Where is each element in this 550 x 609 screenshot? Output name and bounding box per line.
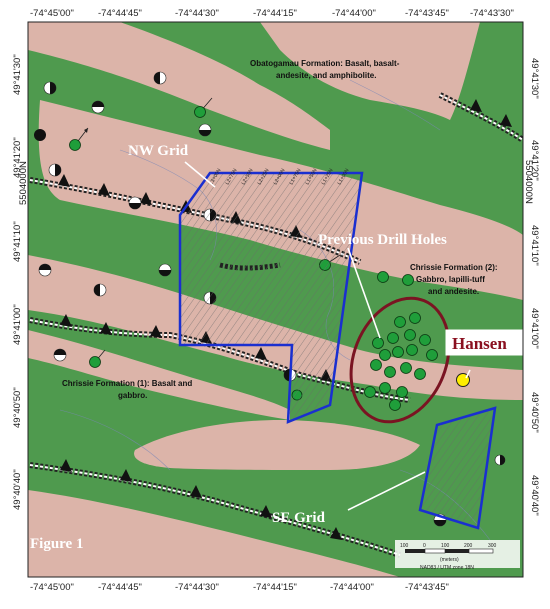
obatogamau-label-line2: andesite, and amphibolite.	[276, 71, 376, 80]
top-lon-2: -74°44'30"	[175, 8, 219, 19]
left-lat-0: 49°41'30"	[12, 54, 23, 95]
right-lat-0: 49°41'30"	[529, 58, 540, 99]
se-grid-label: SE Grid	[272, 510, 326, 526]
right-axis: 49°41'30" 49°41'20" 49°41'10" 49°41'00" …	[523, 58, 540, 516]
top-lon-6: -74°43'30"	[470, 8, 514, 19]
bottom-lon-5: -74°43'45"	[405, 582, 449, 593]
se-grid-outline	[418, 406, 497, 530]
scale-bar: 100 0 100 200 300 (meters) NAD83 / UTM z…	[395, 540, 520, 571]
drill-hole-ellipse	[349, 296, 451, 424]
left-lat-5: 49°40'40"	[12, 469, 23, 510]
left-lat-3: 49°41'00"	[12, 304, 23, 345]
leader-lines	[184, 161, 471, 511]
right-lat-5: 49°40'40"	[529, 475, 540, 516]
top-lon-0: -74°45'00"	[30, 8, 74, 19]
drill-hole-cluster	[364, 274, 438, 411]
hansen-label-box	[445, 329, 523, 356]
right-northing: 5504000N	[523, 160, 534, 204]
right-lat-2: 49°41'10"	[529, 225, 540, 266]
bottom-axis: -74°45'00" -74°44'45" -74°44'30" -74°44'…	[30, 582, 449, 593]
nw-grid-label: NW Grid	[128, 143, 189, 159]
right-lat-1: 49°41'20"	[529, 140, 540, 181]
left-lat-4: 49°40'50"	[12, 387, 23, 428]
hansen-label: Hansen	[452, 334, 507, 353]
previous-drill-holes-label: Previous Drill Holes	[318, 232, 447, 248]
bottom-lon-2: -74°44'30"	[175, 582, 219, 593]
bottom-lon-1: -74°44'45"	[98, 582, 142, 593]
chrissie2-label-line3: and andesite.	[428, 287, 479, 296]
scale-tick-4: 300	[488, 543, 497, 549]
left-northing: 5504000N	[18, 161, 29, 205]
scale-tick-0: 100	[400, 543, 409, 549]
scale-tick-2: 100	[441, 543, 450, 549]
chrissie1-label-line2: gabbro.	[118, 391, 147, 400]
top-lon-4: -74°44'00"	[332, 8, 376, 19]
scale-unit: (meters)	[440, 557, 459, 563]
chrissie1-label-line1: Chrissie Formation (1): Basalt and	[62, 379, 192, 388]
top-lon-5: -74°43'45"	[405, 8, 449, 19]
top-axis: -74°45'00" -74°44'45" -74°44'30" -74°44'…	[30, 8, 514, 19]
top-lon-3: -74°44'15"	[253, 8, 297, 19]
nw-grid-outline	[178, 171, 364, 424]
pink-band-upper-right	[260, 22, 480, 120]
scale-projection: NAD83 / UTM zone 18N	[420, 565, 474, 571]
pink-band-top-left	[28, 22, 330, 150]
map-border	[27, 21, 524, 578]
obatogamau-label-line1: Obatogamau Formation: Basalt, basalt-	[250, 59, 400, 68]
scale-tick-1: 0	[423, 543, 426, 549]
pink-band-bottom	[28, 490, 400, 577]
top-lon-1: -74°44'45"	[98, 8, 142, 19]
right-lat-4: 49°40'50"	[529, 392, 540, 433]
scale-tick-3: 200	[464, 543, 473, 549]
pink-band-lower-oval	[134, 420, 420, 470]
right-lat-3: 49°41'00"	[529, 308, 540, 349]
bottom-lon-4: -74°44'00"	[330, 582, 374, 593]
chrissie2-label-line2: Gabbro, lapilli-tuff	[416, 275, 485, 284]
bottom-lon-3: -74°44'15"	[253, 582, 297, 593]
left-lat-1: 49°41'20"	[12, 137, 23, 178]
pink-band-lower-left	[28, 330, 290, 420]
chrissie2-label-line1: Chrissie Formation (2):	[410, 263, 498, 272]
left-lat-2: 49°41'10"	[12, 221, 23, 262]
figure-label: Figure 1	[30, 536, 83, 552]
map-body: L3+00N L2+75N L2+50N L2+25N L2+00N L1+75…	[28, 22, 523, 577]
left-axis: 49°41'30" 49°41'20" 49°41'10" 49°41'00" …	[12, 54, 29, 510]
bottom-lon-0: -74°45'00"	[30, 582, 74, 593]
